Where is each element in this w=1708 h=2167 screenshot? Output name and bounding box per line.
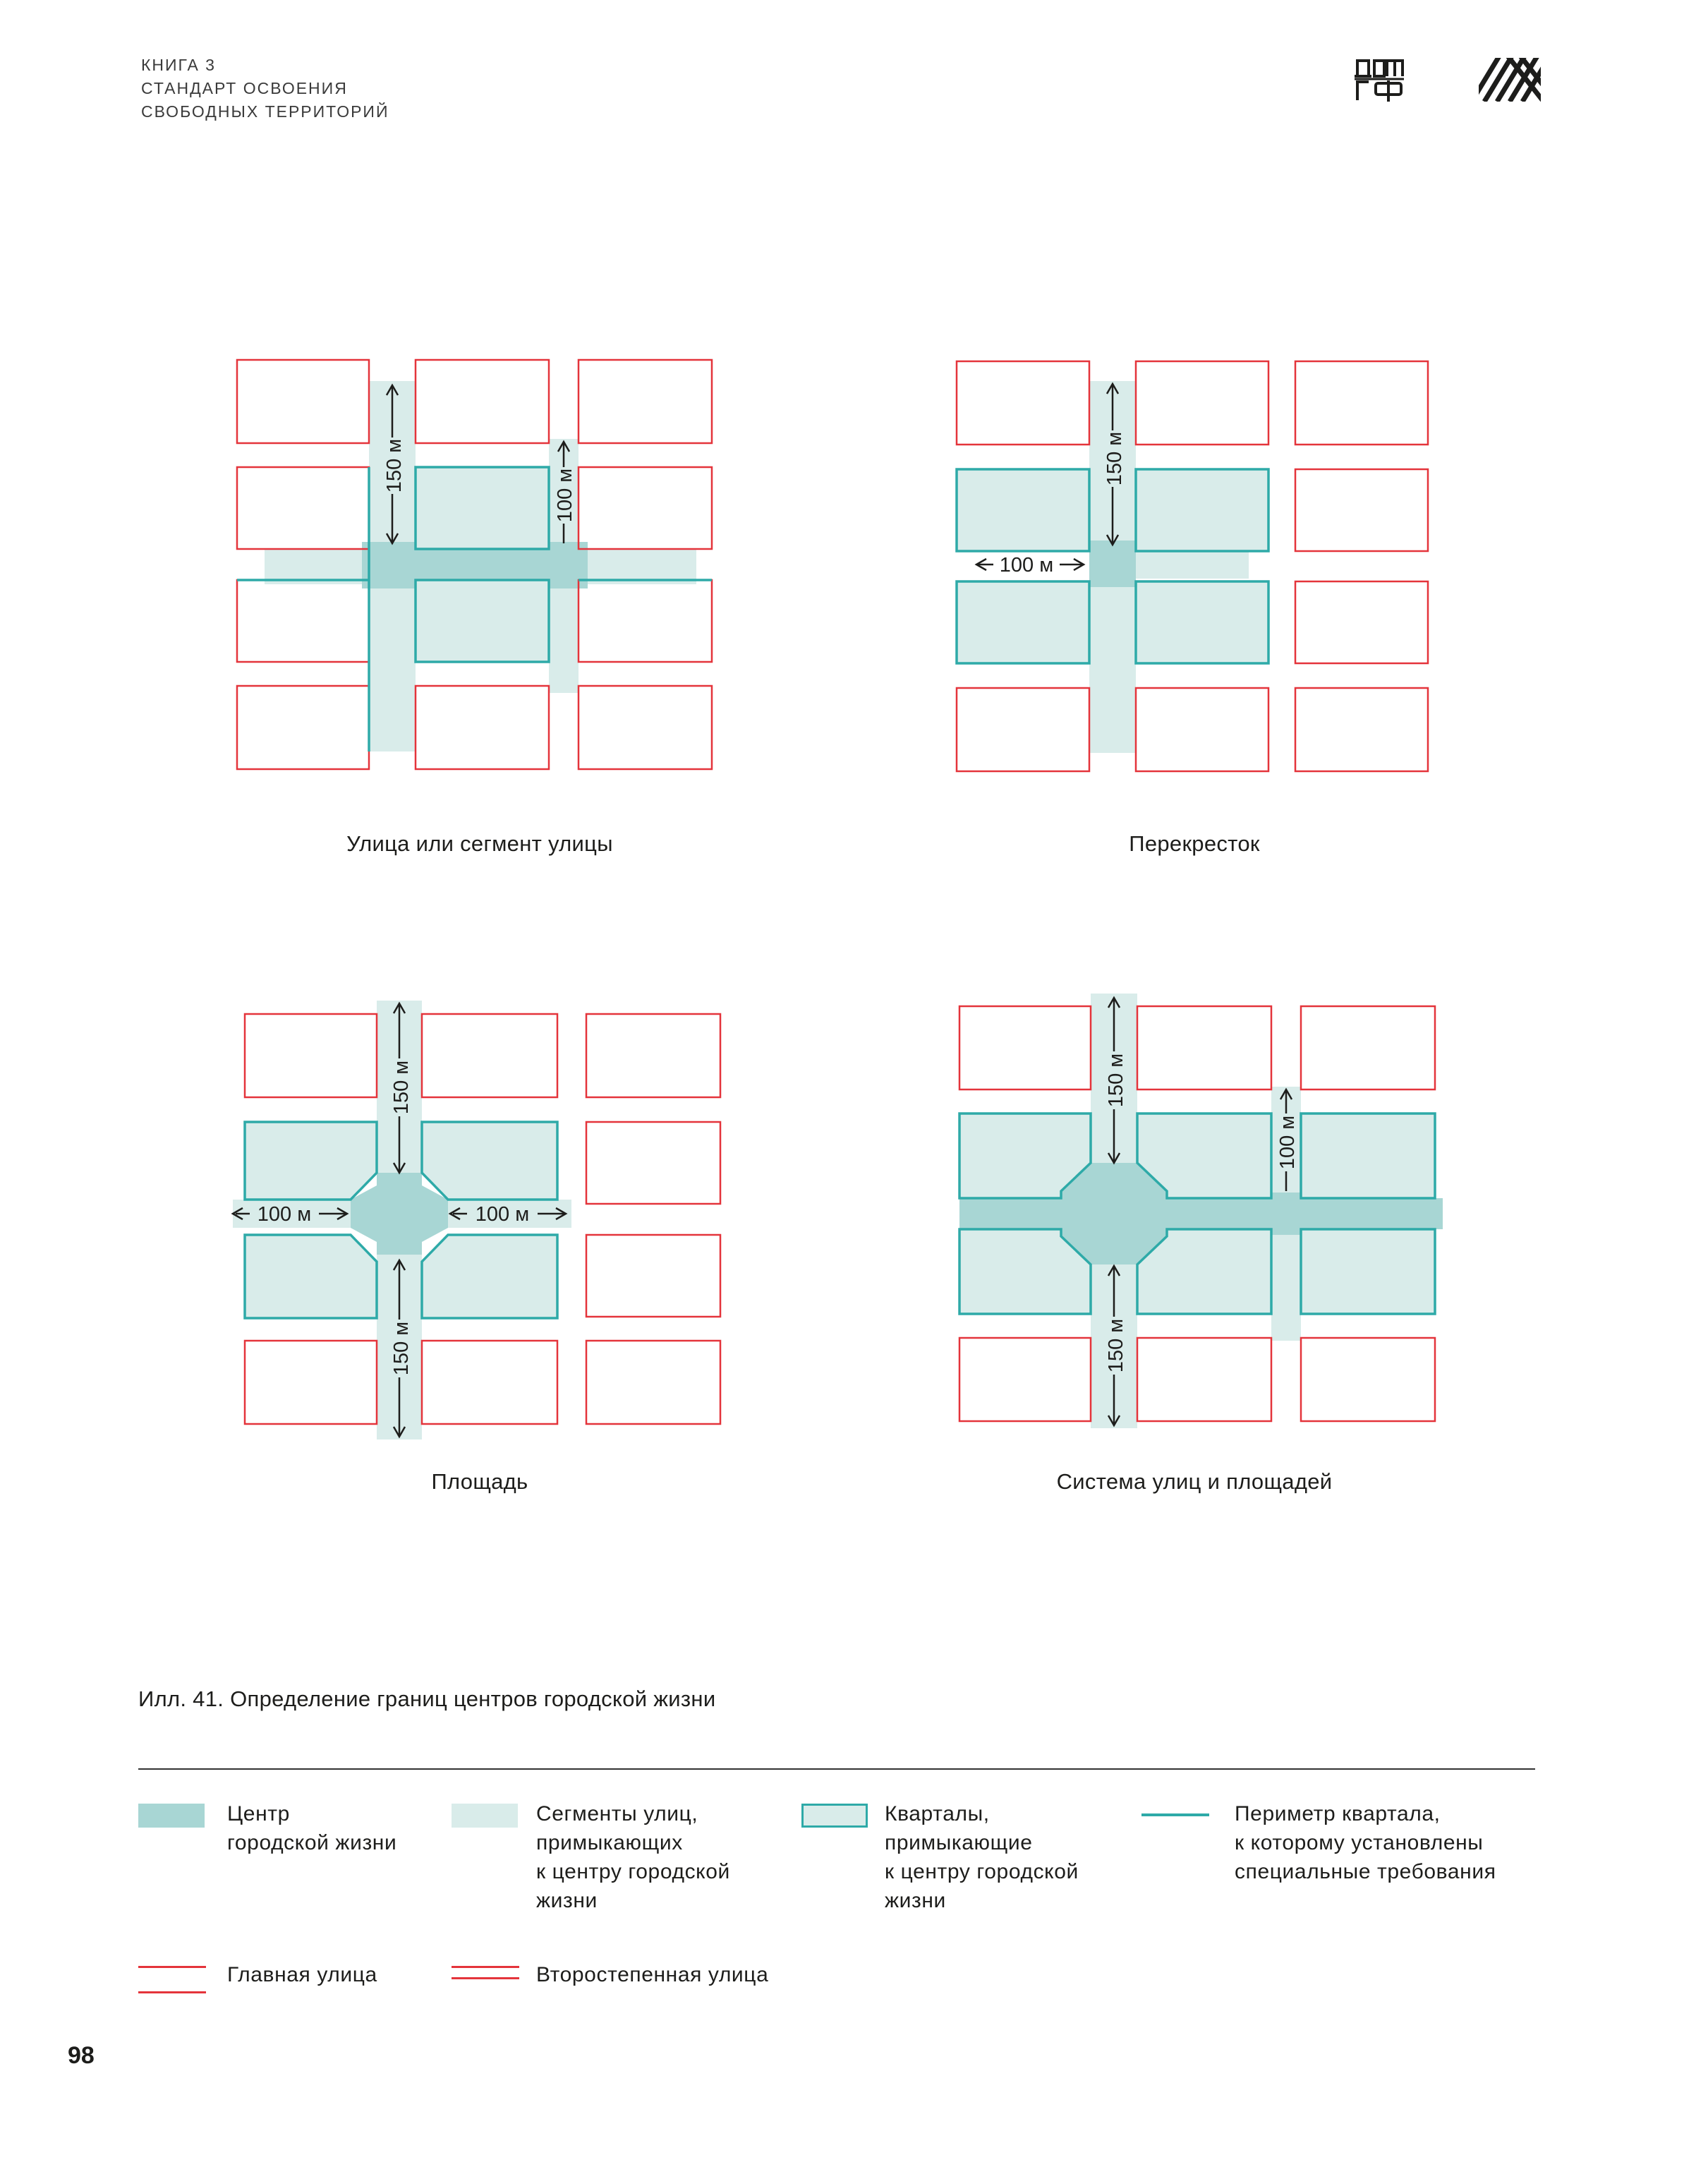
label-100: 100 м xyxy=(1000,554,1053,577)
caption-square: Площадь xyxy=(431,1469,528,1494)
diagram-street: 150 м 100 м xyxy=(236,358,713,771)
caption-street: Улица или сегмент улицы xyxy=(346,831,613,856)
caption-system: Система улиц и площадей xyxy=(1056,1469,1333,1494)
dimension-100-right xyxy=(448,1207,568,1221)
teal-blocks xyxy=(955,468,1270,665)
divider xyxy=(138,1768,1535,1770)
label-150: 150 м xyxy=(383,439,406,493)
illustration-caption: Илл. 41. Определение границ центров горо… xyxy=(138,1686,716,1711)
red-blocks xyxy=(243,1013,722,1425)
label-150-top-bg xyxy=(388,1058,411,1116)
diagram-square: 150 м 150 м 100 м 100 м xyxy=(231,1001,722,1439)
legend-text-perimeter: Периметр квартала, к которому установлен… xyxy=(1235,1802,1496,1883)
legend-text-main-street: Главная улица xyxy=(227,1963,377,1986)
label-100-bg xyxy=(993,553,1060,576)
teal-blocks xyxy=(414,466,550,663)
legend-swatch-blocks xyxy=(801,1804,868,1828)
legend-swatch-center xyxy=(138,1804,205,1828)
caption-crossroad: Перекресток xyxy=(1129,831,1260,856)
label-100: 100 м xyxy=(1276,1116,1299,1169)
legend-text-center: Центр городской жизни xyxy=(227,1802,397,1854)
label-150-bottom: 150 м xyxy=(1105,1319,1127,1372)
legend-swatch-main-street xyxy=(138,1966,206,1993)
legend-swatch-segments xyxy=(452,1804,518,1828)
label-150-top: 150 м xyxy=(1105,1054,1127,1107)
red-blocks xyxy=(955,360,1429,773)
header-line-2: СТАНДАРТ ОСВОЕНИЯ xyxy=(141,79,348,97)
dom-rf-logo xyxy=(1355,59,1404,102)
label-100-left-bg xyxy=(250,1202,319,1225)
red-blocks xyxy=(958,1005,1436,1423)
legend-text-secondary-street: Второстепенная улица xyxy=(536,1963,769,1986)
label-150-bottom-bg xyxy=(388,1320,411,1377)
label-150-bottom: 150 м xyxy=(390,1322,413,1375)
teal-blocks xyxy=(958,1112,1436,1315)
striped-emblem-logo xyxy=(1479,58,1541,102)
label-150-bottom-bg xyxy=(1103,1317,1125,1375)
label-150-bg xyxy=(381,437,404,494)
label-150: 150 м xyxy=(1103,432,1126,485)
diagram-crossroad: 150 м 100 м xyxy=(955,360,1429,773)
label-100-right-bg xyxy=(467,1202,538,1225)
legend-text-segments: Сегменты улиц, примыкающих к центру горо… xyxy=(536,1802,730,1912)
label-150-top-bg xyxy=(1103,1051,1125,1109)
teal-blocks xyxy=(243,1121,559,1320)
legend-text-blocks: Кварталы, примыкающие к центру городской… xyxy=(885,1802,1079,1912)
center-area xyxy=(351,1173,448,1255)
center-area xyxy=(1089,541,1136,587)
label-100-bg xyxy=(1276,1113,1297,1171)
dimension-100 xyxy=(974,557,1086,572)
label-100-left: 100 м xyxy=(258,1203,311,1226)
label-100-right: 100 м xyxy=(476,1203,529,1226)
label-100: 100 м xyxy=(554,469,576,522)
legend-swatch-perimeter xyxy=(1141,1813,1209,1816)
diagram-system: 150 м 150 м 100 м xyxy=(958,994,1443,1428)
page-number: 98 xyxy=(68,2042,95,2069)
dimension-100-left xyxy=(231,1207,349,1221)
label-150-bg xyxy=(1101,430,1124,487)
header-line-1: КНИГА 3 xyxy=(141,56,216,74)
label-100-bg xyxy=(553,467,574,524)
legend-swatch-secondary-street xyxy=(452,1966,519,1980)
running-header: КНИГА 3 СТАНДАРТ ОСВОЕНИЯ СВОБОДНЫХ ТЕРР… xyxy=(141,54,389,123)
center-area xyxy=(959,1163,1443,1264)
header-line-3: СВОБОДНЫХ ТЕРРИТОРИЙ xyxy=(141,102,389,121)
teal-street-edges xyxy=(237,467,712,751)
label-150-top: 150 м xyxy=(390,1061,413,1114)
